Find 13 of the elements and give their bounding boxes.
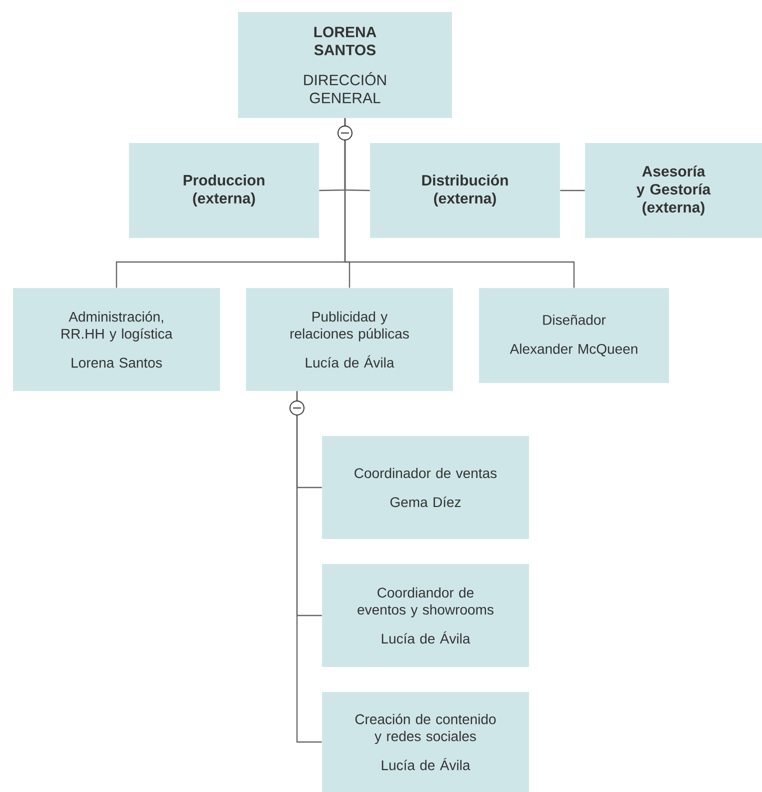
org-box: Distribución (externa) (370, 143, 560, 238)
connector-line (560, 190, 585, 192)
org-box: Administración, RR.HH y logística Lorena Santos (13, 288, 220, 391)
connector-line (344, 118, 575, 288)
org-box: LORENA SANTOS DIRECCIÓN GENERAL (238, 12, 452, 118)
org-box: Creación de contenido y redes sociales Lucía de Ávila (322, 692, 529, 792)
org-box: Publicidad y relaciones públicas Lucía de Ávila (246, 288, 453, 391)
org-box: Asesoría y Gestoría (externa) (585, 143, 762, 238)
org-box: Produccion (externa) (129, 143, 319, 238)
org-box: Coordinador de ventas Gema Díez (322, 436, 529, 539)
connector-line (296, 391, 322, 743)
org-box: Coordiandor de eventos y showrooms Lucía de Ávila (322, 564, 529, 667)
org-box: Diseñador Alexander McQueen (479, 288, 669, 383)
